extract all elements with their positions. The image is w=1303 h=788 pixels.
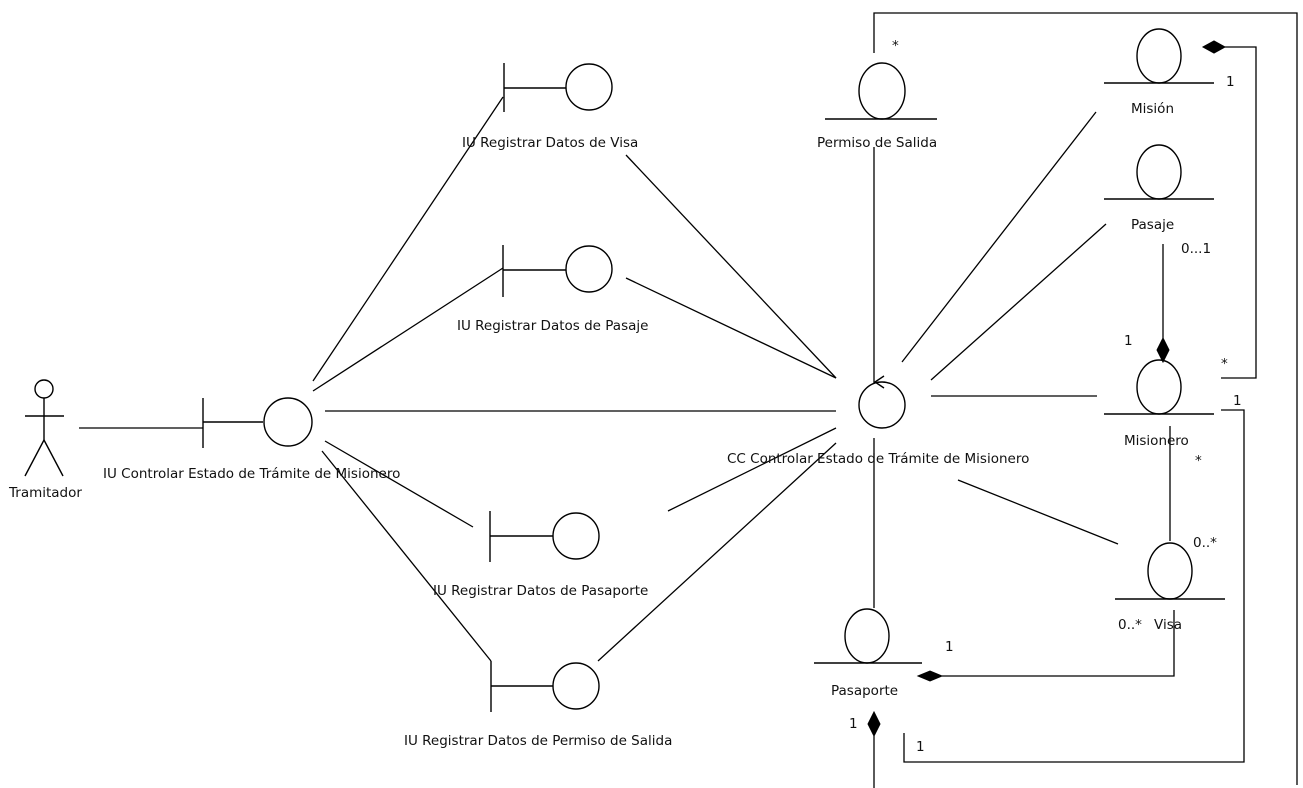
- control-label: CC Controlar Estado de Trámite de Mision…: [727, 451, 1029, 467]
- boundary-pasaporte-label: IU Registrar Datos de Pasaporte: [433, 583, 648, 599]
- boundary-main-label: IU Controlar Estado de Trámite de Mision…: [103, 466, 400, 482]
- multiplicity-label: 0..*: [1118, 617, 1142, 633]
- multiplicity-label: *: [1221, 356, 1228, 372]
- boundary-main: IU Controlar Estado de Trámite de Mision…: [103, 397, 400, 482]
- entity-pasaje: Pasaje: [1104, 144, 1214, 233]
- boundary-pasaporte: IU Registrar Datos de Pasaporte: [433, 511, 648, 599]
- multiplicity-label: 1: [1226, 74, 1235, 90]
- entity-visa: Visa: [1115, 542, 1225, 633]
- entity-visa-label: Visa: [1154, 617, 1182, 633]
- line-control-visa-entity: [957, 479, 1119, 545]
- multiplicity-label: *: [892, 38, 899, 54]
- actor-label: Tramitador: [8, 485, 82, 501]
- boundary-icon: [202, 397, 313, 448]
- entity-icon: [825, 62, 937, 120]
- line-misionero-pasaporte: [903, 409, 1245, 763]
- association-lines: [79, 12, 1298, 788]
- boundary-permiso-label: IU Registrar Datos de Permiso de Salida: [404, 733, 672, 749]
- entity-icon: [1104, 28, 1214, 84]
- actor-icon: [24, 379, 64, 477]
- line-pasaje-control: [625, 277, 837, 379]
- entity-misionero: Misionero: [1104, 359, 1214, 449]
- line-control-pasaje-entity: [930, 223, 1107, 381]
- actor-tramitador: Tramitador: [8, 379, 82, 501]
- boundary-pasaje-label: IU Registrar Datos de Pasaje: [457, 318, 648, 334]
- multiplicity-label: 1: [945, 639, 954, 655]
- entity-mision: Misión: [1104, 28, 1214, 117]
- boundary-icon: [489, 511, 600, 562]
- multiplicity-label: 0...1: [1181, 241, 1211, 257]
- diamond-misionero: [1156, 336, 1170, 364]
- entity-pasaporte: Pasaporte: [814, 608, 922, 699]
- entity-icon: [1115, 542, 1225, 600]
- entity-mision-label: Misión: [1131, 101, 1174, 117]
- boundary-pasaje: IU Registrar Datos de Pasaje: [457, 245, 648, 334]
- control-icon: [858, 375, 906, 429]
- diamond-pasaporte-bottom: [867, 710, 881, 738]
- boundary-visa-label: IU Registrar Datos de Visa: [462, 135, 638, 151]
- entity-pasaporte-label: Pasaporte: [831, 683, 898, 699]
- multiplicity-label: *: [1195, 453, 1202, 469]
- entity-permiso: Permiso de Salida: [817, 62, 937, 151]
- composition-diamonds: [867, 40, 1227, 738]
- boundary-icon: [503, 63, 613, 112]
- entity-icon: [814, 608, 922, 664]
- boundary-icon: [490, 661, 600, 712]
- diamond-mision: [1201, 40, 1227, 54]
- multiplicity-label: 1: [916, 739, 925, 755]
- boundary-icon: [502, 245, 613, 297]
- line-permisoui-control: [597, 442, 837, 662]
- line-main-pasaje: [312, 267, 504, 392]
- line-outer-frame: [873, 12, 1298, 785]
- entity-permiso-label: Permiso de Salida: [817, 135, 937, 151]
- boundary-visa: IU Registrar Datos de Visa: [462, 63, 638, 151]
- multiplicity-label: 1: [1124, 333, 1133, 349]
- line-main-pasaporte: [324, 440, 474, 528]
- line-main-visa: [312, 96, 504, 382]
- boundary-permiso: IU Registrar Datos de Permiso de Salida: [404, 661, 672, 749]
- multiplicity-labels: * 1 0...1 1 * 1 * 0..* 0..* 1 1 1: [849, 38, 1242, 755]
- line-visa-pasaporte: [942, 610, 1175, 677]
- line-main-permiso: [321, 450, 492, 662]
- line-pasaporte-control: [667, 427, 837, 512]
- entity-icon: [1104, 144, 1214, 200]
- line-control-mision: [901, 111, 1097, 363]
- multiplicity-label: 1: [1233, 393, 1242, 409]
- entity-icon: [1104, 359, 1214, 415]
- multiplicity-label: 0..*: [1193, 535, 1217, 551]
- diamond-pasaporte-right: [916, 670, 944, 682]
- control-main: CC Controlar Estado de Trámite de Mision…: [727, 375, 1029, 467]
- line-misionero-mision: [1221, 46, 1257, 379]
- entity-pasaje-label: Pasaje: [1131, 217, 1174, 233]
- multiplicity-label: 1: [849, 716, 858, 732]
- line-visa-control: [625, 154, 837, 379]
- entity-misionero-label: Misionero: [1124, 433, 1189, 449]
